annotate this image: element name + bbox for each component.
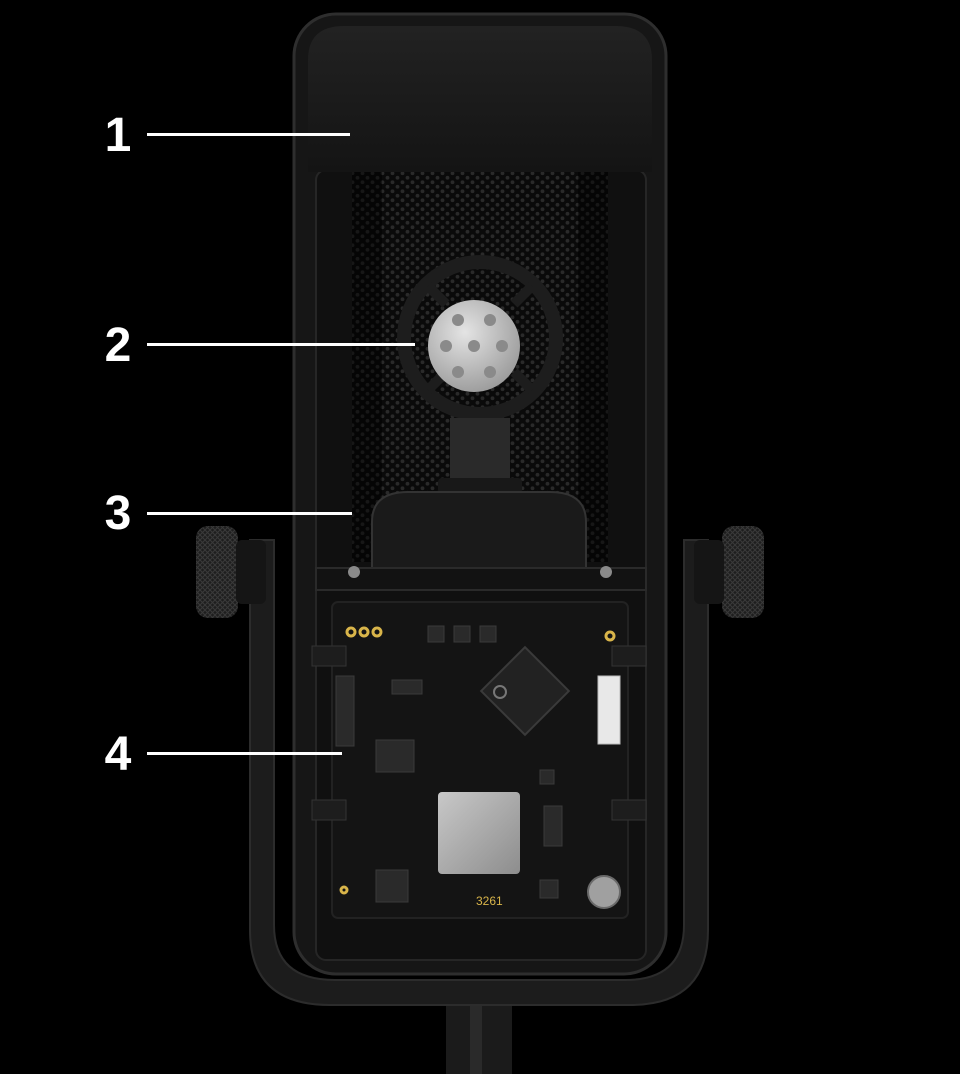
capsule-stem	[450, 418, 510, 484]
ring-spoke-tl	[424, 282, 450, 308]
top-cap	[308, 26, 652, 172]
grille-shadow-right	[578, 172, 608, 562]
callout-number-1: 1	[104, 109, 132, 162]
clip-top-right	[611, 645, 647, 667]
ribbon-connector	[597, 675, 621, 745]
processor-chip	[479, 645, 571, 737]
left-knob	[196, 526, 238, 618]
clip-bottom-left	[311, 799, 347, 821]
clip-bottom-right	[611, 799, 647, 821]
ring-spoke-tr	[510, 282, 536, 308]
pcb-button	[587, 875, 621, 909]
capsule-ring	[397, 255, 563, 421]
clip-top-left	[311, 645, 347, 667]
shock-dome	[371, 491, 587, 581]
stand-post-highlight	[470, 1000, 482, 1074]
right-knob-hub	[694, 540, 724, 604]
screw-right	[600, 566, 612, 578]
callout-line-3	[147, 512, 352, 515]
ring-spoke-br	[510, 368, 536, 394]
pcb-components	[335, 625, 563, 903]
mounting-bar	[315, 567, 647, 591]
callout-number-2: 2	[104, 319, 132, 372]
capsule-holes	[440, 314, 508, 378]
pcb-pads	[339, 626, 616, 895]
callout-line-4	[147, 752, 342, 755]
stem-collar	[438, 478, 522, 494]
processor-logo	[493, 685, 507, 699]
callout-line-1	[147, 133, 350, 136]
callout-number-4: 4	[104, 728, 132, 781]
left-knob-hub	[236, 540, 266, 604]
shield-can	[438, 792, 520, 874]
right-knob	[722, 526, 764, 618]
callout-number-3: 3	[104, 487, 132, 540]
callout-line-2	[147, 343, 415, 346]
pcb-print-label: 3261	[476, 894, 503, 908]
grille-shadow-left	[352, 172, 382, 562]
screw-left	[348, 566, 360, 578]
